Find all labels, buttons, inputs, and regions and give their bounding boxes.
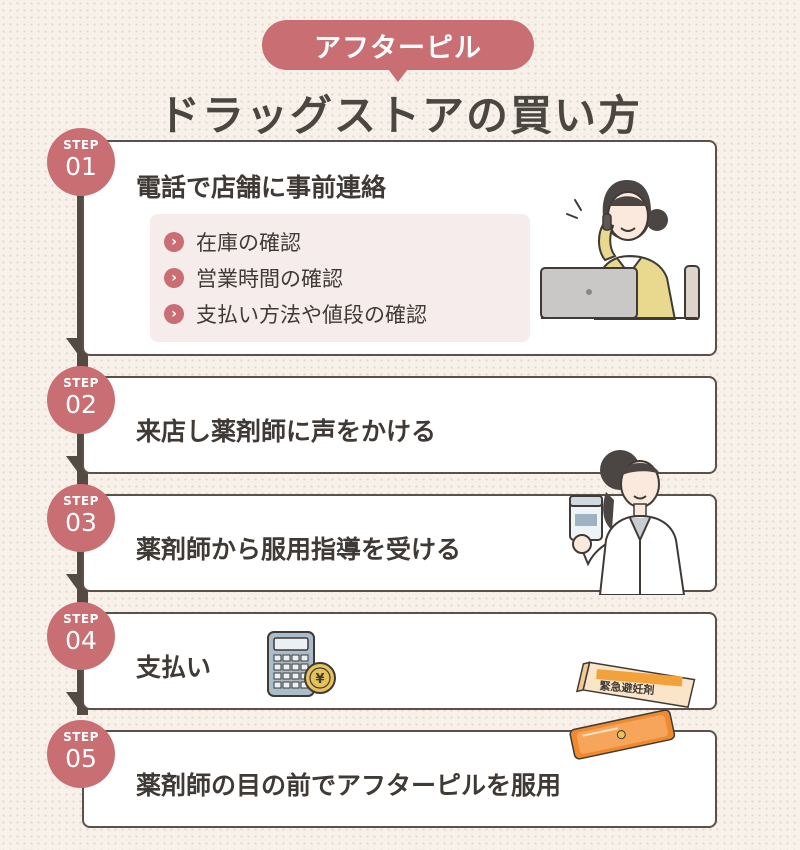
step-badge-01: STEP 01 [47, 128, 115, 196]
header-badge: アフターピル [262, 20, 534, 82]
checklist-item: › 支払い方法や値段の確認 [164, 296, 516, 332]
step-title-01: 電話で店舗に事前連絡 [136, 173, 387, 202]
phone-call-illustration-icon [540, 180, 700, 320]
page-title: ドラッグストアの買い方 [157, 91, 642, 140]
step-01-checklist: › 在庫の確認 › 営業時間の確認 › 支払い方法や値段の確認 [150, 214, 530, 342]
chevron-right-icon: › [164, 268, 184, 288]
calculator-icon: ¥ [267, 631, 336, 697]
step-number: 04 [65, 626, 97, 655]
step-badge-05: STEP 05 [47, 720, 115, 788]
step-label: STEP [63, 494, 99, 508]
checklist-item-label: 在庫の確認 [196, 231, 301, 255]
step-number: 03 [65, 508, 97, 537]
step-title-05: 薬剤師の目の前でアフターピルを服用 [136, 771, 562, 800]
step-label: STEP [63, 376, 99, 390]
coin-symbol: ¥ [315, 672, 324, 687]
step-badge-02: STEP 02 [47, 366, 115, 434]
step-title-02: 来店し薬剤師に声をかける [136, 417, 437, 446]
chevron-right-icon: › [164, 304, 184, 324]
step-number: 01 [65, 152, 97, 181]
step-card-01: 電話で店舗に事前連絡 › 在庫の確認 › 営業時間の確認 › 支払い方法や値段の… [82, 140, 717, 356]
step-number: 05 [65, 744, 97, 773]
step-label: STEP [63, 730, 99, 744]
checklist-item-label: 営業時間の確認 [196, 267, 343, 291]
checklist-item: › 在庫の確認 [164, 224, 516, 260]
step-title-03: 薬剤師から服用指導を受ける [136, 535, 462, 564]
step-title-04: 支払い [136, 653, 212, 682]
pharmacist-illustration-icon [569, 450, 686, 595]
step-number: 02 [65, 390, 97, 419]
pill-box-illustration-icon: 緊急避妊剤 [569, 661, 696, 760]
step-badge-03: STEP 03 [47, 484, 115, 552]
step-label: STEP [63, 138, 99, 152]
checklist-item: › 営業時間の確認 [164, 260, 516, 296]
step-badge-04: STEP 04 [47, 602, 115, 670]
checklist-item-label: 支払い方法や値段の確認 [196, 303, 427, 327]
step-label: STEP [63, 612, 99, 626]
pill-box-label: 緊急避妊剤 [599, 678, 655, 697]
chevron-right-icon: › [164, 232, 184, 252]
